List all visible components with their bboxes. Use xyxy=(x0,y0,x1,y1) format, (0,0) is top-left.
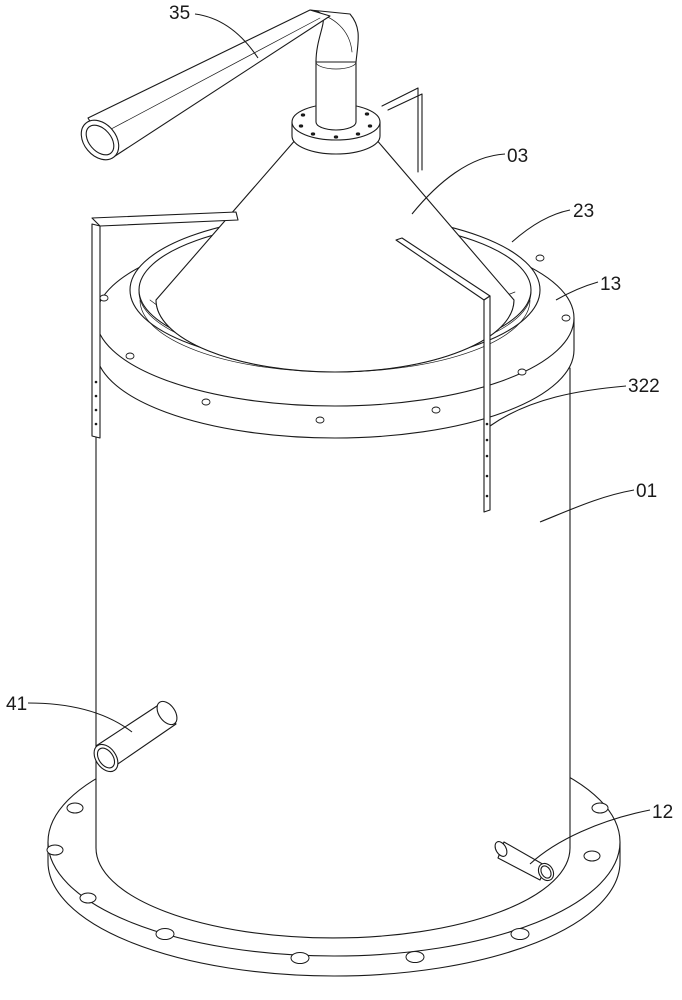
cylinder-body xyxy=(95,367,571,939)
leader-03 xyxy=(411,153,506,215)
leader-41 xyxy=(27,702,133,733)
callout-labels: 35 03 23 13 322 01 41 12 xyxy=(6,3,673,823)
leader-01 xyxy=(539,489,635,523)
bracket-back xyxy=(381,87,423,173)
callout-03: 03 xyxy=(507,146,528,167)
callout-12: 12 xyxy=(652,802,673,823)
callout-23: 23 xyxy=(573,201,594,222)
callout-13: 13 xyxy=(600,274,621,295)
top-flange-bolts xyxy=(99,254,571,424)
callout-35: 35 xyxy=(169,3,190,24)
leader-12 xyxy=(529,809,651,865)
bracket-left xyxy=(91,211,239,439)
leader-23 xyxy=(511,209,571,243)
callout-41: 41 xyxy=(6,694,27,715)
bracket-right xyxy=(395,237,491,513)
outlet-pipe xyxy=(80,9,359,161)
base-flange-holes xyxy=(46,802,609,964)
leader-13 xyxy=(555,281,599,301)
leader-35 xyxy=(194,13,259,59)
leader-lines xyxy=(27,13,651,865)
inlet-pipe xyxy=(93,700,178,773)
callout-322: 322 xyxy=(628,376,660,397)
callout-01: 01 xyxy=(636,481,657,502)
conical-hood xyxy=(155,137,515,373)
drain-pipe xyxy=(494,841,555,882)
leader-322 xyxy=(489,385,627,427)
